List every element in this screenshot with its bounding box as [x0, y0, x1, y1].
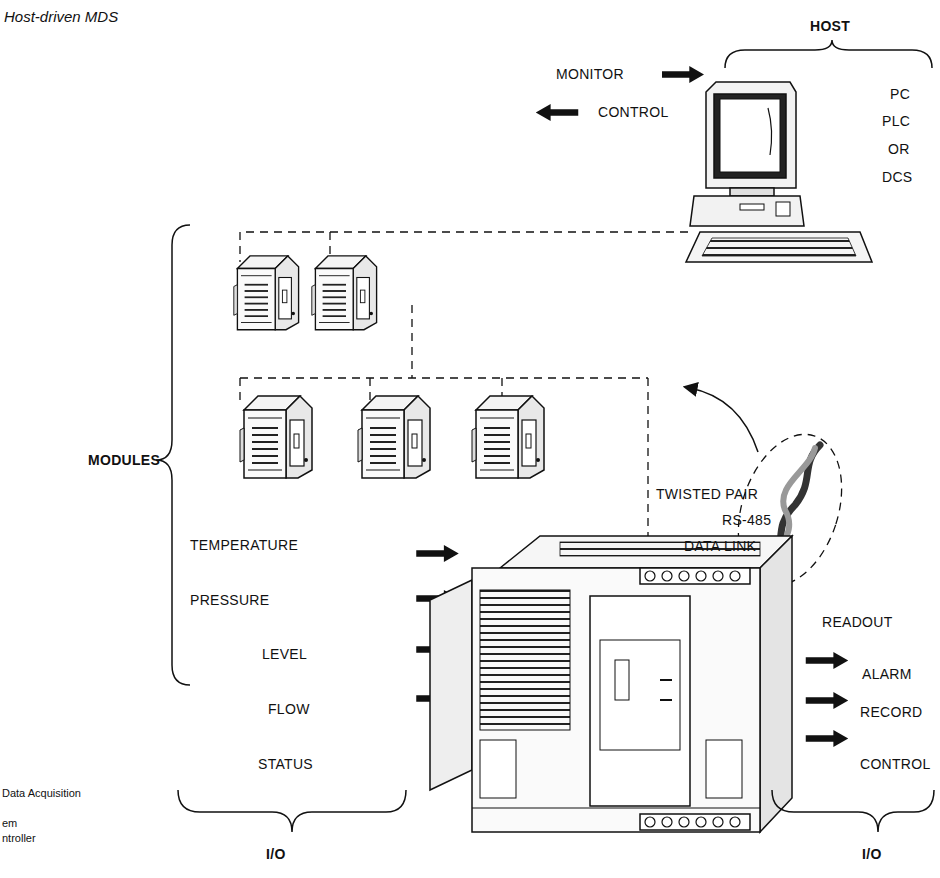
signal-label: MONITOR [556, 66, 624, 82]
terminal-screw [679, 571, 689, 581]
modules-brace [156, 225, 190, 685]
figure-title: Host-driven MDS [4, 8, 118, 25]
group-heading: MODULES [88, 452, 160, 468]
io-brace [178, 790, 406, 832]
module [472, 396, 544, 478]
input-label: LEVEL [262, 646, 307, 662]
terminal-screw [662, 817, 672, 827]
io-label: I/O [862, 846, 882, 862]
io-brace [772, 790, 934, 832]
note-fragment: em [2, 817, 17, 830]
terminal-screw [713, 817, 723, 827]
module [234, 256, 299, 330]
output-arrow [806, 692, 849, 709]
link-label: TWISTED PAIR [656, 486, 758, 502]
io-label: I/O [266, 846, 286, 862]
large-module [430, 536, 792, 832]
host-type: PLC [882, 113, 910, 129]
note-fragment: Data Acquisition [2, 787, 81, 800]
output-label: CONTROL [860, 756, 931, 772]
host-type: DCS [882, 169, 912, 185]
terminal-screw [730, 571, 740, 581]
output-label: ALARM [862, 666, 912, 682]
monitor-arrow [662, 66, 704, 83]
terminal-screw [679, 817, 689, 827]
terminal-screw [696, 571, 706, 581]
input-label: STATUS [258, 756, 313, 772]
module [240, 396, 312, 478]
terminal-screw [645, 817, 655, 827]
input-label: FLOW [268, 701, 310, 717]
module [358, 396, 430, 478]
host-computer [686, 82, 872, 262]
output-label: READOUT [822, 614, 893, 630]
link-label: RS-485 [722, 512, 771, 528]
output-label: RECORD [860, 704, 922, 720]
terminal-screw [713, 571, 723, 581]
control-arrow [536, 104, 579, 121]
terminal-screws [645, 571, 740, 827]
host-type: OR [888, 141, 910, 157]
host-type: PC [890, 86, 910, 102]
host-heading: HOST [810, 18, 850, 34]
output-arrow [806, 730, 849, 747]
input-arrow [416, 545, 459, 562]
note-fragment: ntroller [2, 832, 36, 845]
input-label: PRESSURE [190, 592, 269, 608]
link-label: DATA LINK [684, 538, 756, 554]
signal-label: CONTROL [598, 104, 669, 120]
module [312, 256, 377, 330]
pointer-arrow [690, 388, 758, 452]
data-link-dashed [240, 232, 688, 550]
terminal-screw [696, 817, 706, 827]
terminal-screw [662, 571, 672, 581]
terminal-screw [730, 817, 740, 827]
terminal-screw [645, 571, 655, 581]
output-arrow [806, 652, 849, 669]
host-bracket [725, 40, 932, 68]
input-label: TEMPERATURE [190, 537, 298, 553]
